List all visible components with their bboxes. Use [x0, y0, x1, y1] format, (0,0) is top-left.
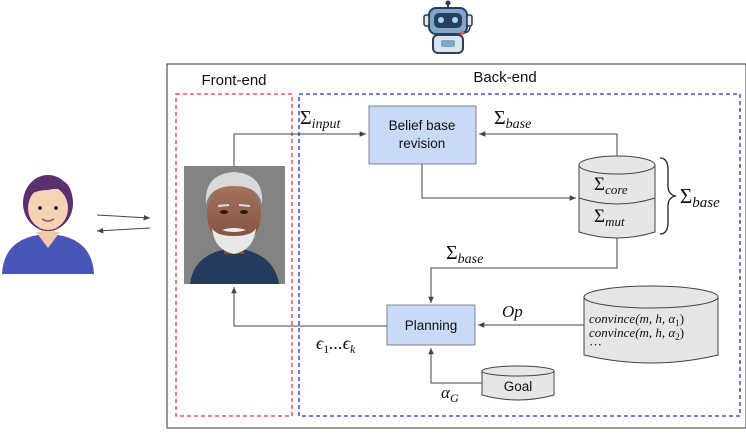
belief-base-database [578, 155, 656, 239]
planning-label: Planning [405, 318, 458, 333]
belief-revision-label-2: revision [399, 136, 446, 151]
user-avatar-icon [2, 175, 94, 274]
outer-frame [166, 63, 746, 429]
action-convince-1: convince(m, h, α1) [589, 311, 684, 328]
planning-to-avatar-arrow [231, 287, 387, 327]
virtual-agent-avatar [184, 166, 285, 284]
action-ellipsis: ··· [589, 337, 602, 352]
brace [659, 157, 678, 235]
action-convince-2: convince(m, h, α2) [589, 325, 684, 342]
goal-to-planning-arrow [428, 348, 482, 384]
planning-box [386, 304, 476, 346]
database-to-belief-arrow [479, 131, 618, 156]
belief-to-database-arrow [421, 164, 576, 201]
input-to-belief-arrow [233, 131, 366, 166]
goal-label: Goal [504, 379, 533, 394]
op-label: Op [502, 302, 523, 321]
sigma-base-top-label: Σbase [494, 107, 531, 132]
user-to-frontend-arrow [96, 214, 151, 221]
epsilon-actions-label: ϵ1...ϵk [316, 333, 356, 356]
goal-database [481, 365, 555, 401]
robot-icon [423, 0, 473, 54]
backend-region [298, 93, 741, 417]
frontend-label: Front-end [201, 72, 266, 89]
sigma-base-brace-label: Σbase [680, 184, 720, 211]
frontend-region [175, 93, 293, 417]
alpha-g-label: αG [441, 383, 459, 405]
sigma-mut-label: Σmut [594, 206, 625, 229]
sigma-core-label: Σcore [594, 174, 628, 197]
sigma-base-mid-label: Σbase [446, 242, 483, 267]
backend-label: Back-end [473, 69, 536, 86]
database-to-planning-arrow [428, 238, 618, 303]
belief-revision-label-1: Belief base [389, 118, 456, 133]
frontend-to-user-arrow [96, 227, 151, 234]
belief-revision-box [368, 105, 477, 165]
actions-database [583, 285, 719, 364]
sigma-input-label: Σinput [300, 107, 342, 132]
